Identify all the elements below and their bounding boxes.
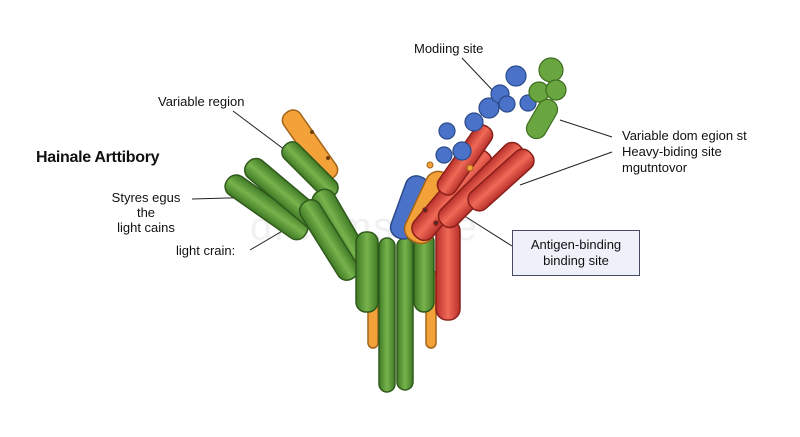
antigen-cluster-green <box>525 57 567 140</box>
antigen-cluster-blue <box>435 65 537 164</box>
label-light-crain: light crain: <box>176 243 236 258</box>
label-heavy-biding: Heavy-biding site <box>622 144 722 159</box>
antigen-dots <box>426 161 474 172</box>
label-variable-dom: Variable dom egion st <box>622 128 747 143</box>
label-styres-line-3: light cains <box>117 220 175 235</box>
antigen-box-line-2: binding site <box>543 253 609 268</box>
label-mgutntovor: mgutntovor <box>622 160 688 175</box>
antigen-binding-box: Antigen-binding binding site <box>512 230 640 276</box>
diagram-title: Hainale Arttibory <box>36 149 160 166</box>
leader-heavy-biding <box>519 151 613 186</box>
label-styres-line-2: the <box>136 205 156 220</box>
fc-stem <box>355 231 437 393</box>
heavy-chain-left <box>224 141 374 281</box>
label-styres: Styres egus the light cains <box>100 190 192 235</box>
label-moding-site: Modiing site <box>414 41 484 56</box>
leader-moding-site <box>461 57 498 96</box>
leader-variable-dom <box>559 119 613 138</box>
label-styres-line-1: Styres egus <box>111 190 181 205</box>
antigen-box-line-1: Antigen-binding <box>530 237 622 252</box>
label-variable-region: Variable region <box>158 94 245 109</box>
heavy-chain-right <box>411 124 535 321</box>
